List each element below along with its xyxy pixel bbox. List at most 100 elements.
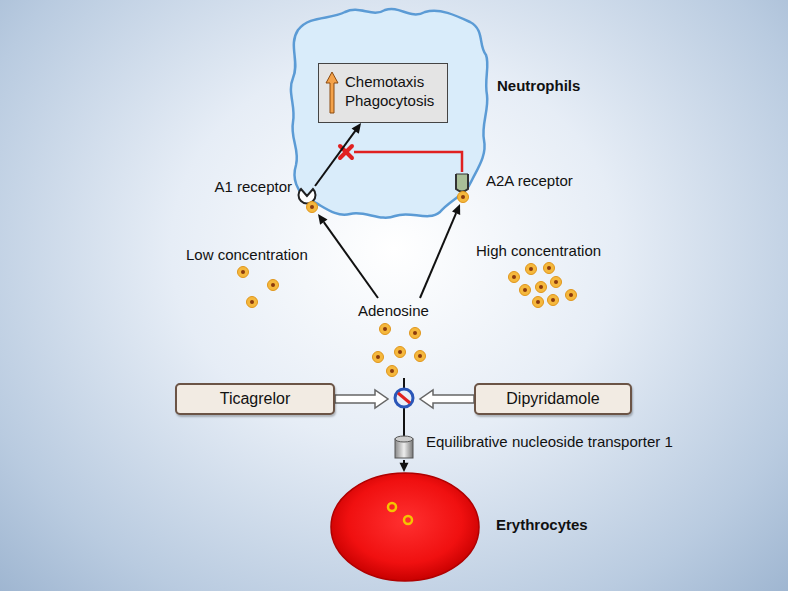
adenosine-dot bbox=[373, 352, 384, 363]
node-label: A2A receptor bbox=[486, 172, 573, 189]
shape-art bbox=[296, 186, 318, 208]
adenosine-arrow bbox=[324, 222, 378, 298]
dot-ring bbox=[238, 267, 249, 278]
node-label: Erythrocytes bbox=[496, 516, 588, 533]
adenosine-dot bbox=[415, 351, 426, 362]
block-arrow bbox=[335, 390, 388, 408]
dot-ring bbox=[307, 202, 318, 213]
dot-core bbox=[551, 298, 555, 302]
adenosine-inside bbox=[404, 516, 412, 524]
dot-ring bbox=[551, 277, 562, 288]
free-label: Low concentration bbox=[186, 246, 308, 263]
shape-art bbox=[388, 382, 420, 460]
dot-core bbox=[398, 350, 402, 354]
arrow-connector bbox=[400, 460, 409, 472]
dot-ring bbox=[548, 295, 559, 306]
dot-core bbox=[529, 267, 533, 271]
label-holder: A1 receptor bbox=[214, 178, 292, 195]
dot-ring bbox=[415, 351, 426, 362]
dot-ring bbox=[380, 324, 391, 335]
neutrophil-membrane bbox=[291, 9, 488, 218]
adenosine-dot bbox=[307, 202, 318, 213]
node-label: Ticagrelor bbox=[220, 390, 291, 408]
erythrocyte-shape bbox=[331, 473, 479, 581]
adenosine-dot bbox=[238, 267, 249, 278]
adenosine-dot bbox=[536, 282, 547, 293]
dot-ring bbox=[247, 297, 258, 308]
dot-core bbox=[461, 195, 465, 199]
dot-core bbox=[390, 369, 394, 373]
dot-core bbox=[418, 354, 422, 358]
dot-ring bbox=[268, 280, 279, 291]
dot-ring bbox=[533, 297, 544, 308]
label-holder: Equilibrative nucleoside transporter 1 bbox=[426, 433, 673, 450]
receptor-outline bbox=[456, 174, 468, 192]
adenosine-dot bbox=[387, 366, 398, 377]
adenosine-arrow bbox=[420, 213, 456, 298]
drug-box: Dipyridamole bbox=[474, 383, 632, 415]
increase-arrow bbox=[326, 72, 338, 113]
label-holder: Low concentration bbox=[186, 246, 308, 263]
adenosine-dot bbox=[533, 297, 544, 308]
dot-core bbox=[413, 331, 417, 335]
dot-ring bbox=[373, 352, 384, 363]
dot-core bbox=[271, 283, 275, 287]
adenosine-dot bbox=[380, 324, 391, 335]
shape-art bbox=[325, 71, 339, 115]
adenosine-dot bbox=[566, 290, 577, 301]
dot-ring bbox=[387, 366, 398, 377]
dot-core bbox=[310, 205, 314, 209]
block-arrow-outline bbox=[420, 390, 474, 408]
dot-ring bbox=[509, 272, 520, 283]
effect-box: Chemotaxis Phagocytosis bbox=[318, 63, 448, 123]
adenosine-dot bbox=[544, 263, 555, 274]
arrow-head bbox=[318, 214, 328, 225]
block-arrow bbox=[420, 390, 474, 408]
receptor-symbol: A1 receptor bbox=[296, 186, 318, 208]
free-label: Adenosine bbox=[358, 302, 429, 319]
dot-core bbox=[554, 280, 558, 284]
adenosine-dot bbox=[548, 295, 559, 306]
cylinder-top bbox=[395, 436, 413, 442]
receptor-symbol: A2A receptor bbox=[452, 172, 472, 196]
adenosine-dot bbox=[509, 272, 520, 283]
dot-core bbox=[547, 266, 551, 270]
dot-core bbox=[539, 285, 543, 289]
arrow-head bbox=[400, 463, 409, 472]
adenosine-inside bbox=[388, 503, 396, 511]
transporter-symbol: Equilibrative nucleoside transporter 1 bbox=[388, 382, 420, 460]
dot-core bbox=[569, 293, 573, 297]
label-holder: High concentration bbox=[476, 242, 601, 259]
dot-ring bbox=[536, 282, 547, 293]
dot-ring bbox=[520, 285, 531, 296]
drug-box: Ticagrelor bbox=[175, 383, 335, 415]
free-label: High concentration bbox=[476, 242, 601, 259]
adenosine-dot bbox=[410, 328, 421, 339]
label-holder: Neutrophils bbox=[497, 77, 580, 94]
node-label: Dipyridamole bbox=[506, 390, 599, 408]
adenosine-dot bbox=[458, 192, 469, 203]
receptor-rim bbox=[456, 174, 468, 175]
dot-ring bbox=[526, 264, 537, 275]
dot-ring bbox=[544, 263, 555, 274]
arrow-head bbox=[452, 204, 460, 215]
adenosine-dot bbox=[520, 285, 531, 296]
shape-art bbox=[330, 472, 480, 582]
adenosine-dot bbox=[247, 297, 258, 308]
node-label: Equilibrative nucleoside transporter 1 bbox=[426, 433, 673, 450]
block-arrow-outline bbox=[335, 390, 388, 408]
node-label: Chemotaxis Phagocytosis bbox=[345, 73, 434, 111]
adenosine-dot bbox=[268, 280, 279, 291]
dot-ring bbox=[566, 290, 577, 301]
dot-core bbox=[241, 270, 245, 274]
adenosine-dot bbox=[526, 264, 537, 275]
adenosine-dot bbox=[551, 277, 562, 288]
dot-ring bbox=[410, 328, 421, 339]
dot-core bbox=[523, 288, 527, 292]
adenosine-dot bbox=[395, 347, 406, 358]
dot-core bbox=[383, 327, 387, 331]
node-label: A1 receptor bbox=[214, 178, 292, 195]
dot-core bbox=[512, 275, 516, 279]
cell-outline: Erythrocytes bbox=[330, 472, 480, 582]
